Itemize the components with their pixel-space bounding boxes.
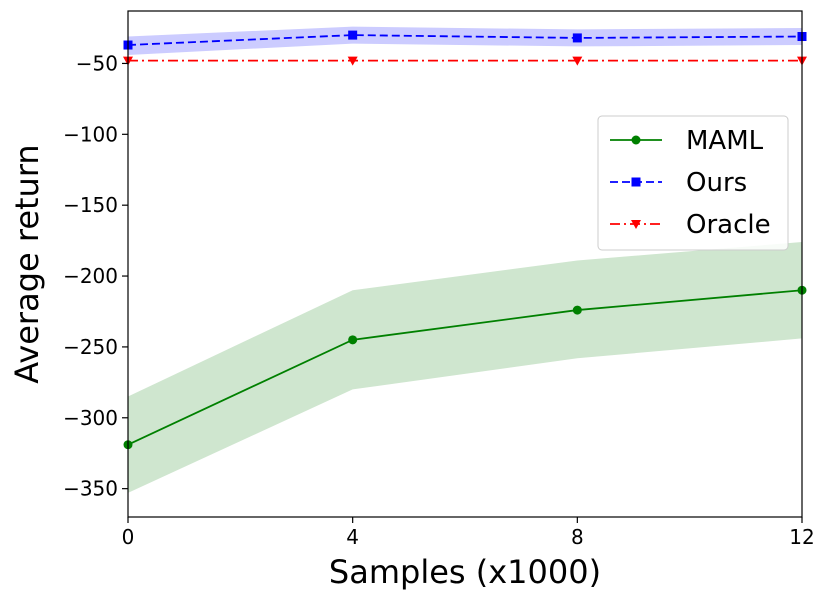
band-maml — [128, 242, 802, 493]
legend-box — [597, 115, 789, 251]
marker-maml-1 — [348, 335, 358, 345]
x-tick-label: 4 — [346, 525, 359, 549]
y-axis-label: Average return — [8, 144, 46, 383]
legend-label-maml: MAML — [686, 126, 764, 156]
y-tick-label: −150 — [63, 193, 118, 217]
marker-maml-2 — [572, 305, 582, 315]
marker-oracle-1 — [347, 56, 358, 66]
plot-area-frame — [127, 10, 803, 518]
legend-label-oracle: Oracle — [686, 210, 771, 240]
legend-marker-oracle — [631, 220, 641, 229]
y-tick-label: −250 — [63, 335, 118, 359]
y-tick-label: −100 — [63, 122, 118, 146]
x-tick-label: 12 — [789, 525, 814, 549]
legend-marker-ours — [631, 177, 641, 187]
x-axis-ticks: 0 4 8 12 — [122, 517, 815, 549]
y-tick-label: −200 — [63, 264, 118, 288]
line-ours — [127, 34, 803, 46]
legend-marker-maml — [631, 135, 641, 145]
x-tick-label: 0 — [122, 525, 135, 549]
line-maml — [127, 289, 803, 446]
y-axis-ticks: −50 −100 −150 −200 −250 −300 −350 — [63, 51, 128, 501]
y-tick-label: −50 — [76, 51, 118, 75]
marker-oracle-2 — [572, 56, 583, 66]
y-tick-label: −350 — [63, 477, 118, 501]
x-tick-label: 8 — [571, 525, 584, 549]
x-axis-label: Samples (x1000) — [329, 553, 601, 591]
legend-label-ours: Ours — [686, 168, 747, 198]
band-ours — [128, 26, 802, 55]
marker-ours-2 — [572, 33, 582, 43]
series-lines — [127, 34, 803, 446]
marker-ours-1 — [348, 30, 358, 40]
y-tick-label: −300 — [63, 406, 118, 430]
confidence-bands — [128, 26, 802, 493]
